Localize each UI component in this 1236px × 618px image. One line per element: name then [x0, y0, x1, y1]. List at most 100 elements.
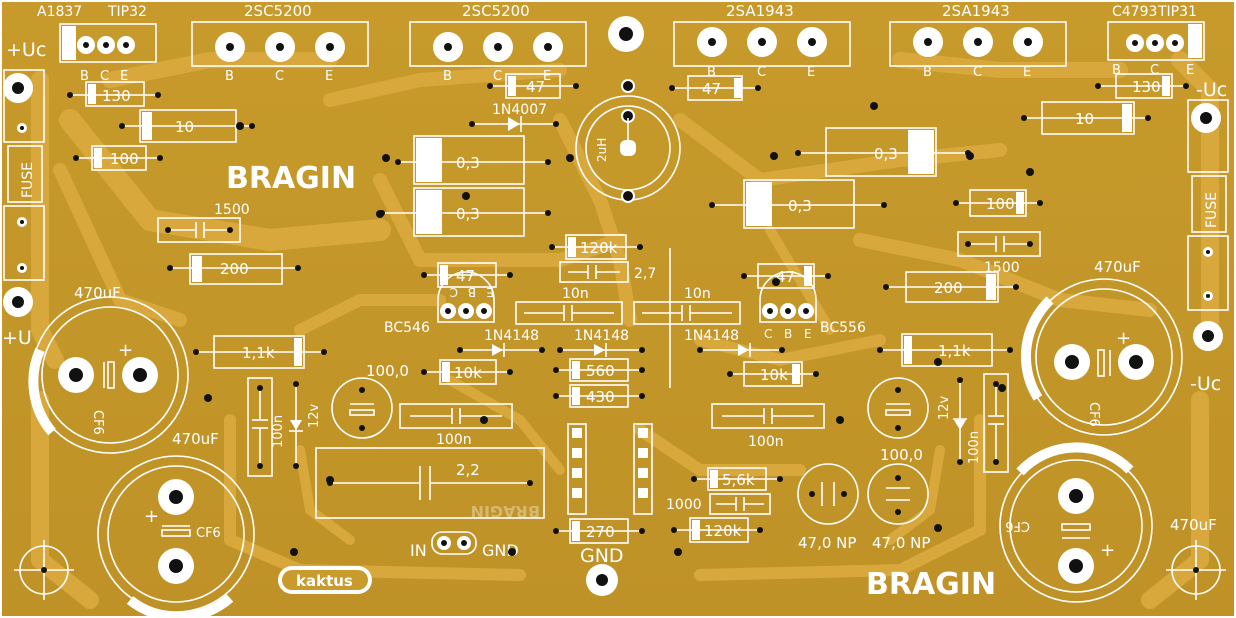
capacitor-value: 100n [748, 434, 784, 450]
mounting-hole-br [1166, 540, 1226, 600]
resistor-r10-right: 10 [1021, 101, 1151, 135]
pin-label: B [225, 69, 234, 84]
power-pad-right [1187, 99, 1229, 173]
resistor-r03-1: 0,3 [395, 135, 551, 185]
mounting-hole-bl [14, 540, 74, 600]
pin-label: C [450, 285, 458, 299]
pin-label: C [100, 69, 109, 84]
pin-label: B [707, 65, 716, 80]
transistor-bc556: C B E BC556 [759, 271, 866, 341]
transistor-label: A1837 [37, 4, 82, 20]
zener-12v-left: 12v [289, 381, 322, 469]
resistor-r100-right: 100 [953, 189, 1043, 217]
resistor-r47-top2: 47 [669, 75, 761, 101]
capacitor-value: 100,0 [366, 362, 409, 380]
capacitor-c100n-left: 100n [399, 403, 513, 448]
pin-label: C [764, 327, 772, 341]
fuse-right: FUSE [1187, 175, 1229, 311]
pin-label: C [757, 65, 766, 80]
capacitor-c22: 2,2 BRAGIN [315, 447, 545, 521]
resistor-r56k: 5,6k [691, 467, 783, 491]
fuse-label: FUSE [1204, 192, 1220, 228]
transistor-tip32: A1837 TIP32 B C E [37, 4, 157, 84]
diode-label: 1N4148 [574, 328, 629, 344]
electrolytic-100-right: 100,0 [867, 377, 929, 464]
resistor-value: 47 [702, 80, 721, 98]
capacitor-value: 100n [436, 432, 472, 448]
supply-label: +Uc [6, 39, 46, 61]
kaktus-logo: kaktus [278, 566, 372, 594]
pin-label: E [486, 285, 494, 299]
power-pad-right-2 [1193, 321, 1223, 351]
capacitor-value: 470uF [74, 284, 121, 302]
supply-label: -Uc [1190, 373, 1221, 395]
cap-type: CF6 [90, 410, 105, 435]
resistor-r430: 430 [553, 384, 645, 408]
resistor-value: 47 [526, 78, 545, 96]
resistor-value: 10 [1075, 110, 1094, 128]
cap-type: CF6 [1086, 402, 1101, 427]
resistor-r11k-left: 1,1k [193, 335, 327, 369]
pin-label: B [80, 69, 89, 84]
capacitor-c10n-right: 10n [633, 286, 741, 325]
fuse-left: FUSE [3, 145, 45, 281]
resistor-value: 0,3 [456, 205, 480, 223]
capacitor-c100n-vright: 100n [967, 373, 1009, 473]
resistor-value: 430 [586, 388, 615, 406]
electrolytic-470uf-tr: + 470uF CF6 [1020, 258, 1183, 436]
capacitor-value: 100,0 [880, 446, 923, 464]
capacitor-value: 2,7 [634, 266, 656, 282]
capacitor-value: 10n [684, 286, 711, 302]
transistor-2sc5200-2: 2SC5200 B C E [409, 2, 587, 84]
capacitor-value: 1000 [666, 497, 702, 513]
resistor-value: 130 [102, 87, 131, 105]
resistor-value: 1,1k [938, 342, 971, 360]
brand-title: BRAGIN [866, 567, 996, 602]
capacitor-value: 47,0 NP [872, 534, 930, 552]
pin-label: C [973, 65, 982, 80]
capacitor-value: 100n [967, 431, 982, 464]
inductor-label: 2uH [595, 138, 609, 162]
brand-title: BRAGIN [226, 161, 356, 196]
resistor-value: 0,3 [788, 197, 812, 215]
electrolytic-470uf-bl: + 470uF CF6 [97, 430, 255, 618]
resistor-value: 10k [454, 364, 482, 382]
pin-label: E [1186, 63, 1194, 78]
capacitor-c1500-left: 1500 [157, 202, 250, 243]
polarity-plus: + [118, 340, 133, 361]
capacitor-value: 1500 [984, 260, 1020, 276]
pin-label: B [1112, 63, 1121, 78]
diode-label: 1N4148 [684, 328, 739, 344]
inductor-2uh: 2uH [575, 79, 681, 203]
capacitor-value: 2,2 [456, 461, 480, 479]
resistor-r03-2: 0,3 [379, 187, 551, 237]
diode-1n4007: 1N4007 [469, 102, 559, 132]
connector-in-label: IN [410, 541, 427, 560]
resistor-value: 10 [175, 118, 194, 136]
pin-row-left [567, 423, 587, 515]
capacitor-c27: 2,7 [559, 261, 656, 283]
supply-label: +U [2, 327, 32, 349]
transistor-2sa1943-2: 2SA1943 B C E [889, 2, 1067, 80]
diode-1n4148-3: 1N4148 [684, 328, 785, 357]
polarity-plus: + [1116, 328, 1131, 349]
capacitor-c1000: 1000 [666, 493, 771, 515]
capacitor-value: 470uF [172, 430, 219, 448]
capacitor-c100n-right: 100n [711, 403, 825, 450]
pin-label: C [1150, 63, 1159, 78]
pin-label: E [1023, 65, 1031, 80]
resistor-value: 1,1k [242, 344, 275, 362]
resistor-r10k-left: 10k [421, 359, 513, 385]
transistor-bc546: C B E BC546 [384, 271, 495, 336]
supply-label: -Uc [1196, 79, 1227, 101]
gnd-pad: GND [580, 545, 624, 596]
transistor-label: TIP32 [107, 4, 147, 20]
resistor-r270: 270 [553, 518, 645, 544]
resistor-value: 200 [220, 260, 249, 278]
transistor-label: 2SA1943 [942, 2, 1010, 20]
pin-label: B [443, 69, 452, 84]
resistor-r47-top1: 47 [487, 73, 579, 99]
pin-label: E [804, 327, 812, 341]
electrolytic-47np-2: 47,0 NP [867, 463, 930, 552]
